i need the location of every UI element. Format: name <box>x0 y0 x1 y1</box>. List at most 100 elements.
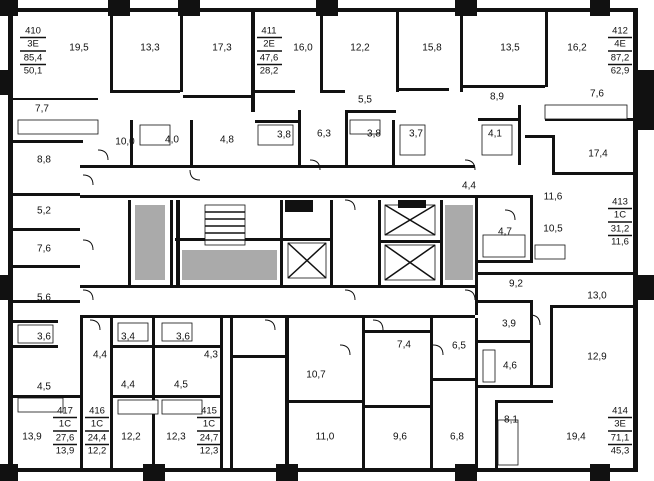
apartment-type: 1C <box>59 419 71 430</box>
room-area: 4,0 <box>165 135 179 146</box>
living-area: 12,2 <box>88 446 107 457</box>
room-area: 5,6 <box>37 293 51 304</box>
apartment-number: 410 <box>25 26 41 37</box>
total-area: 24,4 <box>88 433 107 444</box>
room-area: 3,6 <box>176 332 190 343</box>
apartment-tag: 417 1C 27,6 13,9 <box>53 406 77 457</box>
kitchen-counter <box>117 399 159 415</box>
apartment-tag: 415 1C 24,7 12,3 <box>197 406 221 457</box>
elevator-right-top <box>384 204 436 236</box>
shaft-right <box>445 205 473 280</box>
apartment-type: 3E <box>27 39 39 50</box>
room-area: 12,3 <box>166 432 186 443</box>
room-area: 17,4 <box>588 149 608 160</box>
apartment-number: 414 <box>612 406 628 417</box>
bathtub <box>257 124 294 146</box>
room-area: 3,9 <box>502 319 516 330</box>
apartment-type: 3E <box>614 419 626 430</box>
room-area: 11,6 <box>544 192 563 203</box>
apartment-number: 412 <box>612 26 628 37</box>
room-area: 15,8 <box>422 43 442 54</box>
room-area: 12,9 <box>587 352 607 363</box>
apartment-type: 1C <box>91 419 103 430</box>
room-area: 3,4 <box>121 332 135 343</box>
room-area: 12,2 <box>350 43 370 54</box>
room-area: 5,2 <box>37 206 51 217</box>
room-area: 6,5 <box>452 341 466 352</box>
bathtub <box>117 322 149 342</box>
apartment-type: 1C <box>203 419 215 430</box>
room-area: 13,9 <box>22 432 42 443</box>
living-area: 13,9 <box>56 446 75 457</box>
elevator-right-bottom <box>384 244 436 281</box>
apartment-number: 411 <box>261 26 276 37</box>
room-area: 10,0 <box>115 137 135 148</box>
room-area: 11,0 <box>316 432 335 443</box>
room-area: 3,8 <box>277 130 291 141</box>
room-area: 9,2 <box>509 279 523 290</box>
room-area: 4,4 <box>462 181 476 192</box>
room-area: 17,3 <box>212 43 232 54</box>
room-area: 19,5 <box>69 43 89 54</box>
doors <box>82 149 541 356</box>
room-labels: 19,5 13,3 17,3 16,0 12,2 15,8 13,5 16,2 … <box>22 43 608 443</box>
living-area: 62,9 <box>611 66 630 77</box>
total-area: 85,4 <box>24 53 43 64</box>
room-area: 3,7 <box>409 129 423 140</box>
room-area: 4,8 <box>220 135 234 146</box>
apartment-tag: 413 1C 31,2 11,6 <box>608 197 632 248</box>
room-area: 4,3 <box>204 350 218 361</box>
living-area: 50,1 <box>24 66 43 77</box>
room-area: 13,5 <box>500 43 520 54</box>
room-area: 7,6 <box>590 89 604 100</box>
apartment-tag: 411 2E 47,6 28,2 <box>257 26 282 77</box>
room-area: 10,5 <box>543 224 563 235</box>
apartment-tag: 416 1C 24,4 12,2 <box>85 406 109 457</box>
living-area: 28,2 <box>260 66 279 77</box>
room-area: 4,5 <box>174 380 188 391</box>
bathtub <box>17 324 54 344</box>
room-area: 4,4 <box>121 380 135 391</box>
bathtub <box>139 124 171 146</box>
total-area: 27,6 <box>56 433 75 444</box>
room-area: 7,6 <box>37 244 51 255</box>
apartment-number: 416 <box>89 406 105 417</box>
room-area: 12,2 <box>121 432 141 443</box>
kitchen-counter <box>349 119 381 135</box>
living-area: 45,3 <box>611 446 630 457</box>
kitchen-counter <box>17 119 99 135</box>
apartment-tag: 412 4E 87,2 62,9 <box>608 26 632 77</box>
total-area: 24,7 <box>200 433 219 444</box>
bathtub <box>161 322 193 342</box>
bathtub <box>399 124 426 156</box>
bathtub <box>482 234 526 258</box>
room-area: 4,4 <box>93 350 107 361</box>
bathtub <box>481 124 513 156</box>
room-area: 4,1 <box>488 129 502 140</box>
stairs <box>204 204 246 246</box>
room-area: 8,8 <box>37 155 51 166</box>
room-area: 7,7 <box>35 104 49 115</box>
apartment-number: 417 <box>57 406 73 417</box>
room-area: 4,5 <box>37 382 51 393</box>
apartment-number: 413 <box>612 197 628 208</box>
living-area: 12,3 <box>200 446 219 457</box>
room-area: 19,4 <box>566 432 586 443</box>
total-area: 31,2 <box>611 224 630 235</box>
shaft-left <box>135 205 165 280</box>
room-area: 10,7 <box>306 370 326 381</box>
fixtures <box>17 104 628 466</box>
room-area: 16,0 <box>293 43 313 54</box>
room-area: 3,8 <box>367 129 381 140</box>
room-area: 6,8 <box>450 432 464 443</box>
kitchen-counter <box>17 397 64 413</box>
kitchen-counter <box>544 104 628 120</box>
room-area: 5,5 <box>358 95 372 106</box>
room-area: 9,6 <box>393 432 407 443</box>
apartment-tag: 410 3E 85,4 50,1 <box>20 26 46 77</box>
kitchen-counter <box>497 419 519 466</box>
apartment-type: 1C <box>614 210 626 221</box>
room-area: 7,4 <box>397 340 411 351</box>
bathtub <box>482 349 496 383</box>
room-area: 13,0 <box>587 291 607 302</box>
